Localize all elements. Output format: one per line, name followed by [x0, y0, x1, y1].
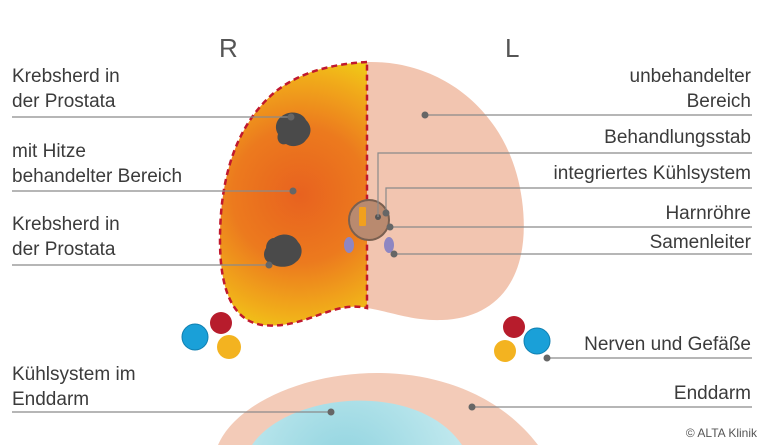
label-urethra: Harnröhre	[665, 203, 751, 224]
side-left-marker: L	[505, 33, 520, 63]
prostate	[218, 60, 524, 327]
label-nerves: Nerven und Gefäße	[584, 334, 751, 355]
label-cooling-rectum: Kühlsystem im Enddarm	[12, 364, 136, 410]
nerves-vessels-right	[494, 316, 551, 362]
label-tumor-bottom: Krebsherd in der Prostata	[12, 214, 120, 260]
label-untreated: unbehandelter Bereich	[629, 66, 752, 112]
tumor-bottom	[264, 234, 302, 267]
credit: © ALTA Klinik	[685, 426, 757, 440]
treatment-rod	[359, 207, 366, 226]
leader-lines	[12, 114, 752, 413]
label-rod: Behandlungsstab	[604, 127, 751, 148]
treatment-boundary	[218, 60, 369, 327]
tumor-top	[275, 112, 311, 147]
vas-left	[344, 237, 354, 253]
label-vas: Samenleiter	[649, 232, 751, 253]
urethra	[348, 199, 390, 241]
untreated-area	[367, 61, 524, 321]
label-cooling: integriertes Kühlsystem	[553, 163, 751, 184]
label-tumor-top: Krebsherd in der Prostata	[12, 66, 120, 112]
leader-dots	[265, 111, 551, 416]
label-rectum: Enddarm	[673, 383, 751, 404]
side-right-marker: R	[219, 33, 238, 63]
nerves-vessels-left	[181, 312, 241, 359]
vas-right	[384, 237, 394, 253]
label-heat-area: mit Hitze behandelter Bereich	[12, 141, 183, 187]
